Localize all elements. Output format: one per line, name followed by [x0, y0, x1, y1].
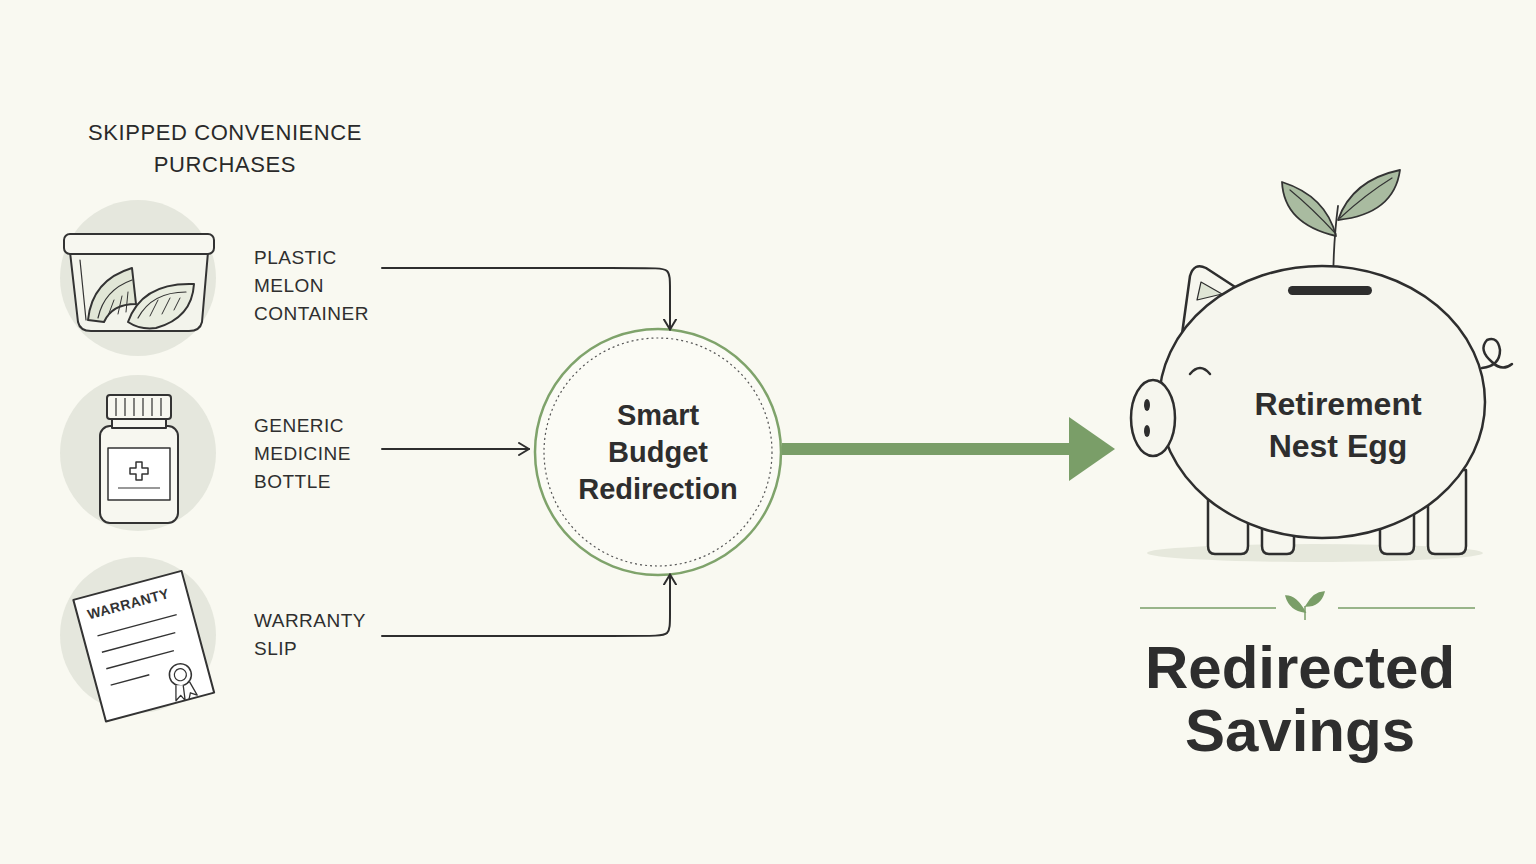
purchase-item: GENERIC MEDICINE BOTTLE [254, 412, 382, 496]
piggy-bank-node: Retirement Nest Egg [1128, 255, 1493, 565]
growth-sprout [1340, 178, 1392, 218]
melon-container-icon [108, 292, 128, 316]
flow-arrow [782, 443, 1069, 455]
melon-container-icon [150, 298, 180, 316]
purchase-item: WARRANTY SLIP [254, 607, 382, 663]
connector-arrow [382, 448, 529, 450]
pig-snout [1131, 380, 1175, 456]
text-holder: Retirement Nest Egg [1238, 383, 1438, 467]
medicine-bottle-icon [100, 395, 178, 523]
ornament-rule [1140, 592, 1475, 620]
summary-heading: Redirected Savings [1100, 636, 1500, 762]
growth-sprout [1338, 170, 1400, 220]
pig-nostril [1144, 399, 1150, 411]
item-label: GENERIC MEDICINE BOTTLE [254, 412, 382, 496]
melon-container-icon [64, 234, 214, 331]
warranty-slip-icon [172, 681, 198, 703]
melon-container-icon [88, 268, 136, 322]
process-circle: Smart Budget Redirection [533, 327, 783, 577]
pig-body [1159, 266, 1485, 538]
icon-backdrop [60, 200, 216, 356]
warranty-slip-icon [73, 571, 214, 722]
coin-slot [1288, 286, 1372, 295]
medicine-bottle-icon [116, 398, 161, 416]
purchase-item: PLASTIC MELON CONTAINER [254, 244, 382, 328]
ornament-rule [1286, 596, 1305, 612]
pig-eye [1190, 368, 1210, 374]
pig-nostril [1144, 425, 1150, 437]
medicine-bottle-icon [108, 448, 170, 500]
connector-arrow [382, 574, 670, 636]
melon-container-icon [128, 284, 194, 328]
growth-sprout [1282, 182, 1336, 236]
pig-inner-ear [1197, 282, 1222, 300]
circle-outline [535, 329, 781, 575]
melon-container-icon [64, 234, 214, 254]
node-title: Retirement Nest Egg [1238, 383, 1438, 467]
growth-sprout [1290, 190, 1336, 234]
piggy-bank-outline [1131, 266, 1512, 554]
melon-container-icon [138, 292, 186, 318]
icon-backdrop [60, 375, 216, 531]
melon-container-icon [80, 260, 86, 320]
medicine-bottle-icon [118, 487, 160, 488]
node-title: Smart Budget Redirection [572, 397, 744, 508]
connector-arrow [382, 268, 670, 330]
item-label: PLASTIC MELON CONTAINER [254, 244, 382, 328]
text-holder: Smart Budget Redirection [533, 327, 783, 577]
warranty-slip-icon [173, 667, 188, 682]
dotted-ring [544, 338, 772, 566]
ornament-rule [1304, 606, 1306, 620]
melon-container-icon [98, 280, 132, 318]
warranty-slip-icon [73, 571, 214, 722]
melon-container-icon [70, 252, 208, 331]
medicine-bottle-icon [100, 426, 178, 523]
group-heading: SKIPPED CONVENIENCE PURCHASES [65, 117, 385, 181]
pig-tail [1482, 339, 1512, 368]
ornament-rule [1140, 607, 1475, 609]
ornament-rule [1306, 592, 1324, 606]
medicine-bottle-icon [130, 462, 148, 480]
item-label: WARRANTY SLIP [254, 607, 382, 663]
medicine-bottle-icon [107, 395, 171, 419]
